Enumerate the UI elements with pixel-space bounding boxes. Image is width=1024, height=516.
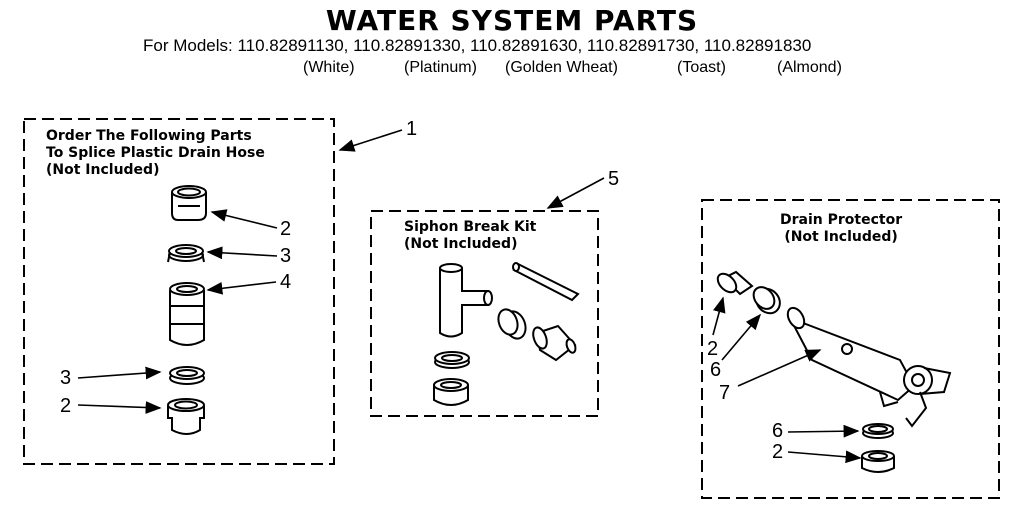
color-toast: (Toast) xyxy=(677,59,726,76)
dp-clamp-top xyxy=(752,286,781,315)
page-title: WATER SYSTEM PARTS xyxy=(325,4,699,37)
splice-label-line3: (Not Included) xyxy=(46,162,160,178)
coupling-part-top xyxy=(171,185,207,221)
splice-label-line1: Order The Following Parts xyxy=(46,128,252,144)
tubing-piece xyxy=(512,262,580,302)
color-golden-wheat: (Golden Wheat) xyxy=(505,59,618,76)
color-white: (White) xyxy=(303,59,355,76)
splice-box-label: Order The Following Parts To Splice Plas… xyxy=(46,128,265,179)
drain-protector-parts xyxy=(716,270,952,473)
leader-lines xyxy=(77,129,862,464)
dp-coupling-top xyxy=(716,270,754,296)
drain-label-line2: (Not Included) xyxy=(784,229,898,245)
dp-main-body xyxy=(786,306,952,428)
splice-label-line2: To Splice Plastic Drain Hose xyxy=(46,145,265,161)
callout-6-bottom: 6 xyxy=(772,420,784,442)
callout-2-bottom: 2 xyxy=(60,395,72,417)
callout-2-bottom-dp: 2 xyxy=(772,441,784,463)
t-fitting xyxy=(439,268,489,338)
siphon-adapter xyxy=(532,324,577,362)
siphon-small-clamp xyxy=(434,351,470,369)
drain-label-line1: Drain Protector xyxy=(780,212,903,228)
callout-2-dp: 2 xyxy=(707,338,719,360)
coupling-part-bottom xyxy=(167,398,205,435)
callout-5: 5 xyxy=(608,168,620,190)
color-almond: (Almond) xyxy=(777,59,842,76)
callout-1: 1 xyxy=(406,118,418,140)
siphon-clamp xyxy=(497,308,527,340)
splice-parts xyxy=(167,185,207,435)
splice-parts-box xyxy=(23,118,335,465)
siphon-label-line2: (Not Included) xyxy=(404,236,518,252)
models-line: For Models: 110.82891130, 110.82891330, … xyxy=(143,36,812,55)
clamp-part-bottom xyxy=(169,366,205,385)
callout-6-dp: 6 xyxy=(710,359,722,381)
siphon-kit-box xyxy=(370,210,599,417)
dp-coupling-bottom xyxy=(861,450,895,473)
siphon-box-label: Siphon Break Kit (Not Included) xyxy=(404,219,536,253)
callout-4: 4 xyxy=(280,271,292,293)
callout-2-top: 2 xyxy=(280,218,292,240)
siphon-label-line1: Siphon Break Kit xyxy=(404,219,537,235)
callout-3-bottom: 3 xyxy=(60,367,72,389)
callout-3-top: 3 xyxy=(280,245,292,267)
dp-clamp-bottom xyxy=(862,423,894,439)
siphon-kit-parts xyxy=(433,262,580,406)
connector-part xyxy=(169,282,205,346)
clamp-part-top xyxy=(167,244,205,263)
drain-box-label: Drain Protector (Not Included) xyxy=(780,212,902,246)
siphon-coupling xyxy=(433,378,469,406)
color-platinum: (Platinum) xyxy=(404,59,477,76)
drain-protector-box xyxy=(701,199,1000,499)
callout-7: 7 xyxy=(719,382,731,404)
